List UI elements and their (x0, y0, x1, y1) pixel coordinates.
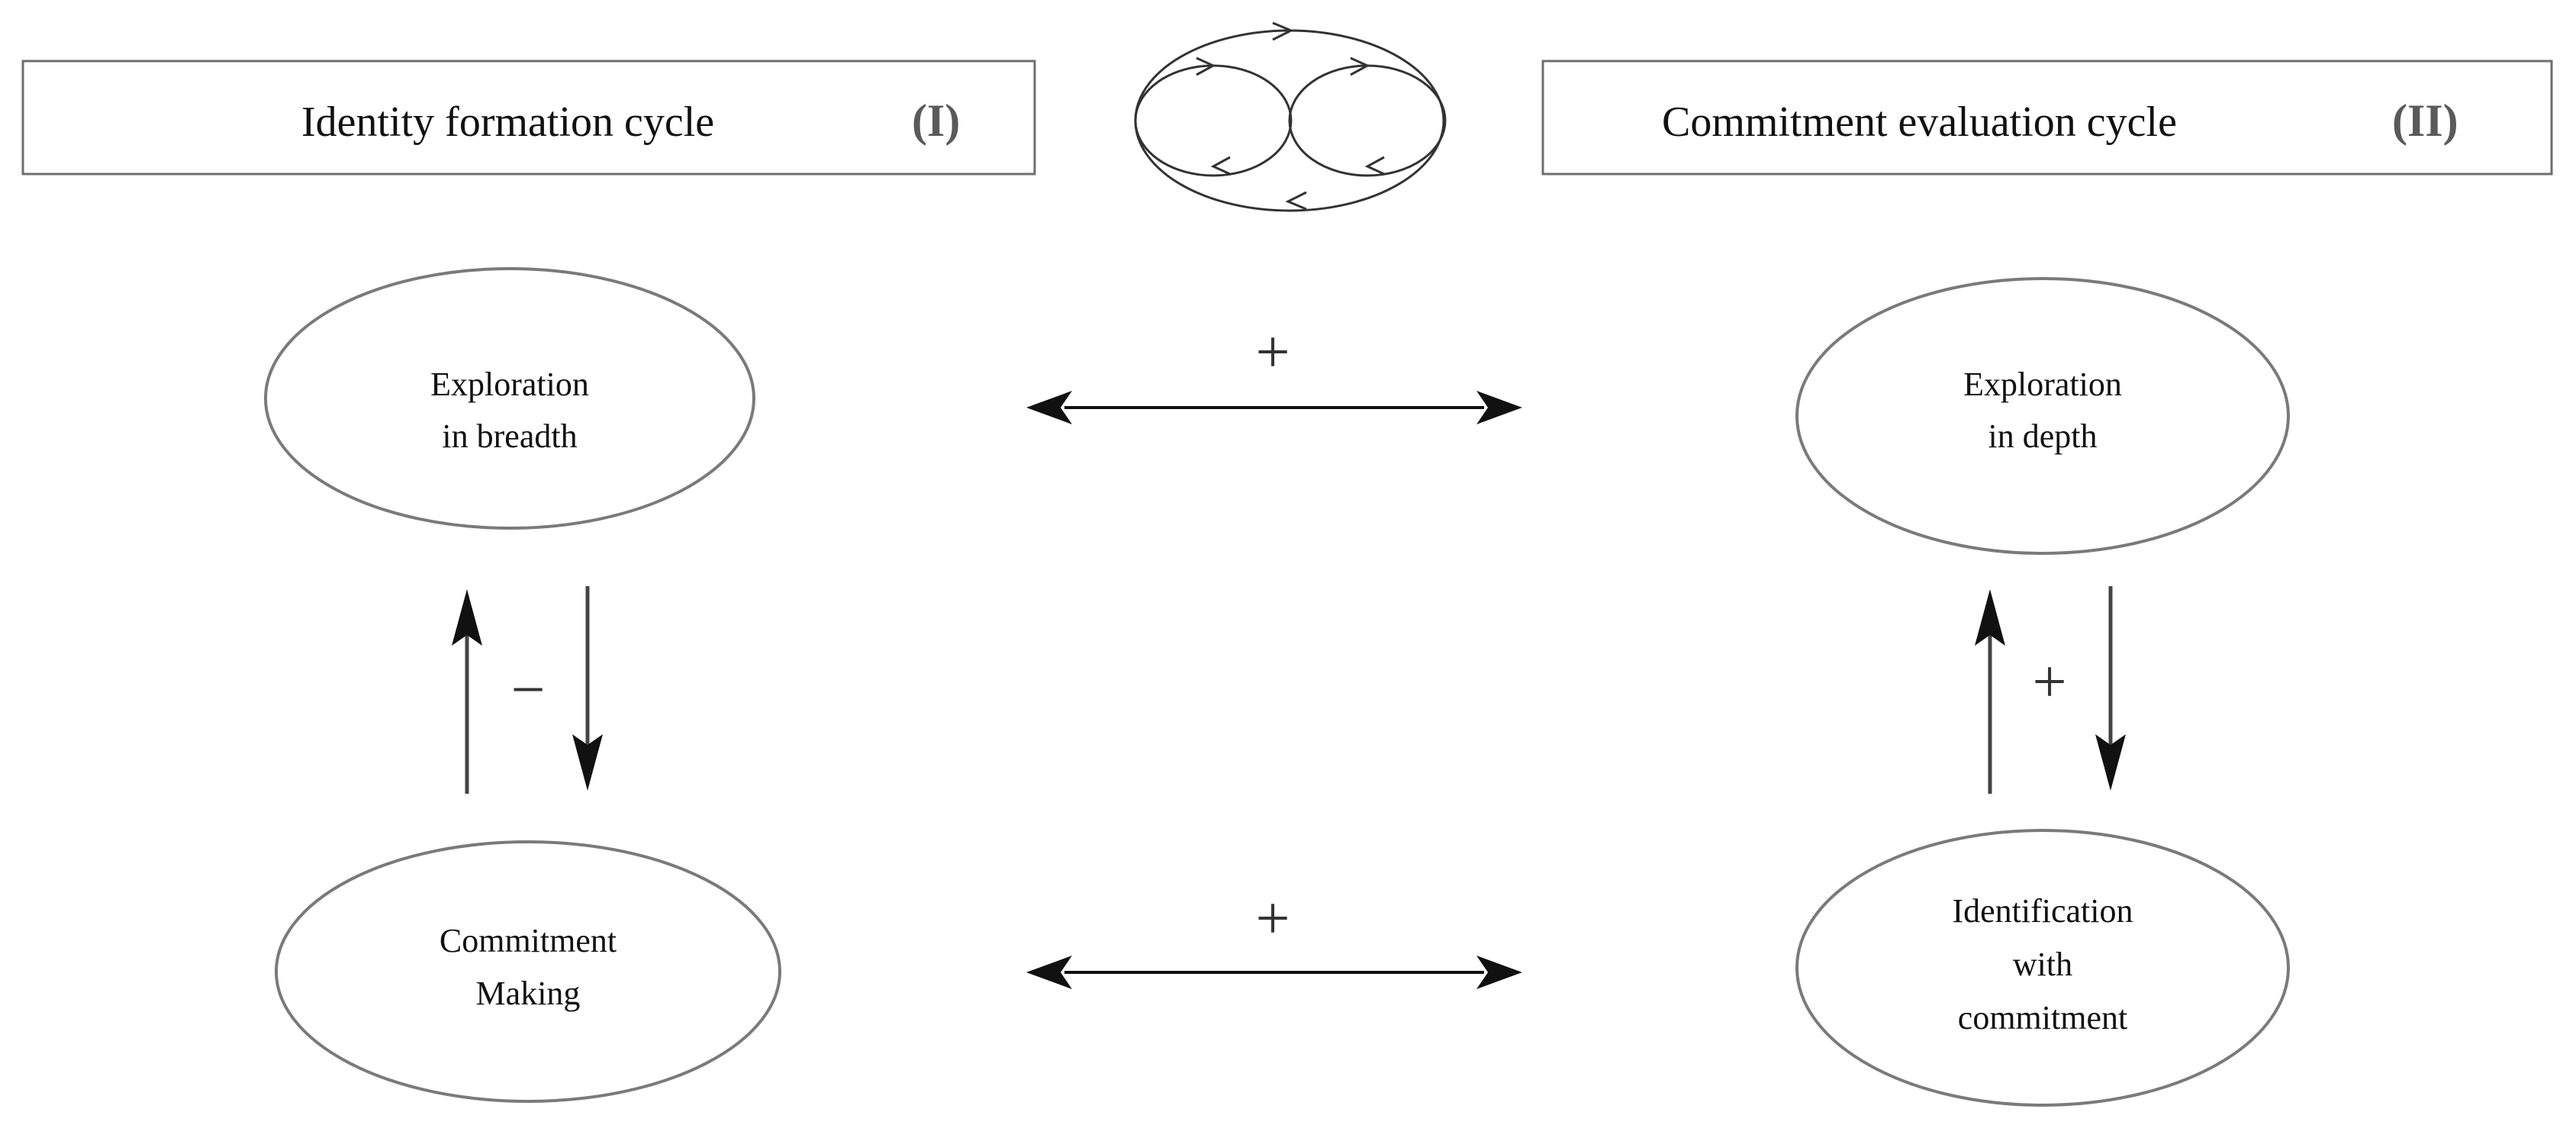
right-down-arrow (2095, 586, 2126, 791)
left-header-title: Identity formation cycle (301, 98, 714, 146)
node-exploration-depth-line1: Exploration (1963, 366, 2122, 403)
node-identification-line2: with (2013, 946, 2072, 983)
top-link-sign: + (1255, 319, 1290, 386)
node-identification-commitment: Identification with commitment (1795, 829, 2290, 1107)
right-header: Commitment evaluation cycle (II) (1541, 60, 2553, 176)
dual-cycle-icon (1134, 21, 1447, 212)
left-header: Identity formation cycle (I) (21, 60, 1036, 176)
node-exploration-depth-line2: in depth (1988, 417, 2098, 455)
left-up-arrow (452, 589, 482, 794)
left-header-box (21, 60, 1036, 176)
left-cycle-sign: − (510, 656, 545, 724)
top-link-arrow (1026, 391, 1522, 424)
node-identification-line1: Identification (1952, 892, 2133, 930)
right-up-arrow (1975, 589, 2005, 794)
node-commitment-making-line1: Commitment (440, 922, 617, 959)
node-commitment-making-line2: Making (476, 975, 581, 1012)
right-cycle-sign: + (2032, 649, 2066, 716)
node-exploration-breadth: Exploration in breadth (264, 267, 755, 530)
node-exploration-depth: Exploration in depth (1795, 277, 2290, 555)
node-identification-line3: commitment (1958, 999, 2127, 1036)
right-header-numeral: (II) (2392, 95, 2458, 146)
right-header-box (1541, 60, 2553, 176)
right-header-title: Commitment evaluation cycle (1662, 98, 2177, 146)
left-down-arrow (572, 586, 603, 791)
node-exploration-breadth-line2: in breadth (442, 417, 577, 455)
node-exploration-breadth-line1: Exploration (430, 366, 589, 403)
node-commitment-making: Commitment Making (275, 840, 781, 1103)
left-header-numeral: (I) (912, 95, 960, 146)
bottom-link-arrow (1026, 956, 1522, 989)
bottom-link-sign: + (1255, 885, 1290, 953)
